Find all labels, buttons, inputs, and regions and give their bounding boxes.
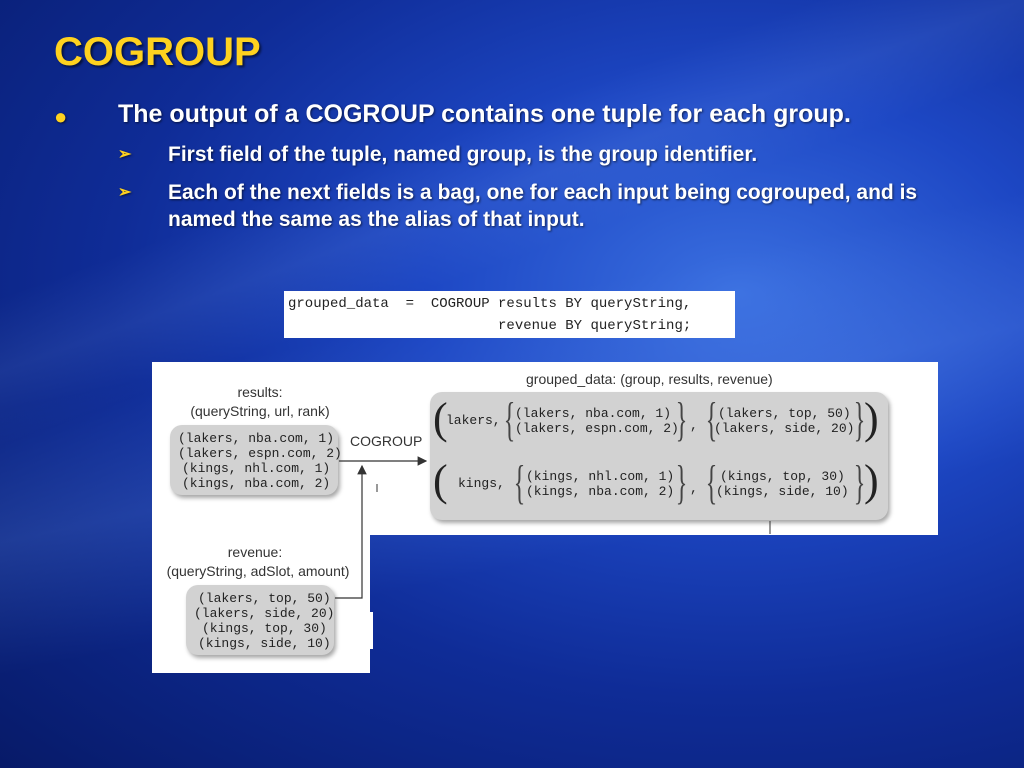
right-brace-glyph: } [675, 456, 688, 509]
revenue-row: (lakers, side, 20) [194, 606, 335, 621]
left-brace-glyph: { [705, 393, 718, 446]
results-row: (lakers, espn.com, 2) [178, 446, 342, 461]
code-line: grouped_data = COGROUP results BY queryS… [288, 296, 692, 312]
diagram-panel [370, 612, 373, 649]
bag-tuple: (kings, top, 30) [720, 469, 845, 484]
revenue-schema: (queryString, adSlot, amount) [166, 563, 350, 579]
bullet-sub-text: First field of the tuple, named group, i… [168, 143, 758, 166]
left-brace-glyph: { [705, 456, 718, 509]
open-paren-glyph: ( [433, 394, 448, 443]
results-title: results: [237, 384, 283, 400]
bullet-main-text: The output of a COGROUP contains one tup… [118, 100, 851, 128]
left-brace-glyph: { [503, 393, 516, 446]
close-paren-glyph: ) [864, 456, 879, 505]
code-line: revenue BY queryString; [288, 318, 692, 334]
results-schema: (queryString, url, rank) [190, 403, 330, 419]
bullet-arrow-icon: ➢ [118, 146, 132, 163]
cogroup-label: COGROUP [350, 433, 423, 449]
close-paren-glyph: ) [864, 394, 879, 443]
bag-tuple: (lakers, espn.com, 2) [515, 421, 679, 436]
group-key: kings, [458, 476, 505, 491]
bullet-dot-icon: ● [54, 104, 68, 129]
revenue-row: (kings, top, 30) [202, 621, 327, 636]
slide-title: COGROUP [54, 30, 261, 74]
bag-tuple: (kings, nba.com, 2) [526, 484, 675, 499]
results-box [170, 425, 338, 495]
revenue-box [186, 585, 334, 655]
separator-comma: , [690, 418, 698, 433]
open-paren-glyph: ( [433, 456, 448, 505]
separator-comma: , [690, 481, 698, 496]
right-brace-glyph: } [853, 393, 866, 446]
revenue-row: (lakers, top, 50) [198, 591, 331, 606]
bag-tuple: (lakers, nba.com, 1) [515, 406, 672, 421]
bag-tuple: (kings, side, 10) [716, 484, 849, 499]
bag-tuple: (kings, nhl.com, 1) [526, 469, 675, 484]
right-brace-glyph: } [675, 393, 688, 446]
grouped-title: grouped_data: (group, results, revenue) [526, 371, 773, 387]
grouped-data-box [430, 392, 888, 520]
results-row: (kings, nba.com, 2) [182, 476, 331, 491]
group-key: lakers, [446, 413, 501, 428]
revenue-title: revenue: [227, 544, 283, 560]
results-row: (lakers, nba.com, 1) [178, 431, 335, 446]
left-brace-glyph: { [513, 456, 526, 509]
arrow-revenue-to-cogroup [335, 464, 367, 599]
bullet-arrow-icon: ➢ [118, 184, 132, 201]
revenue-row: (kings, side, 10) [198, 636, 331, 651]
bullet-sub-text: Each of the next fields is a bag, one fo… [168, 181, 918, 231]
bag-tuple: (lakers, side, 20) [714, 421, 855, 436]
code-snippet: grouped_data = COGROUP results BY queryS… [284, 291, 735, 338]
bag-tuple: (lakers, top, 50) [718, 406, 851, 421]
right-brace-glyph: } [853, 456, 866, 509]
results-row: (kings, nhl.com, 1) [182, 461, 331, 476]
